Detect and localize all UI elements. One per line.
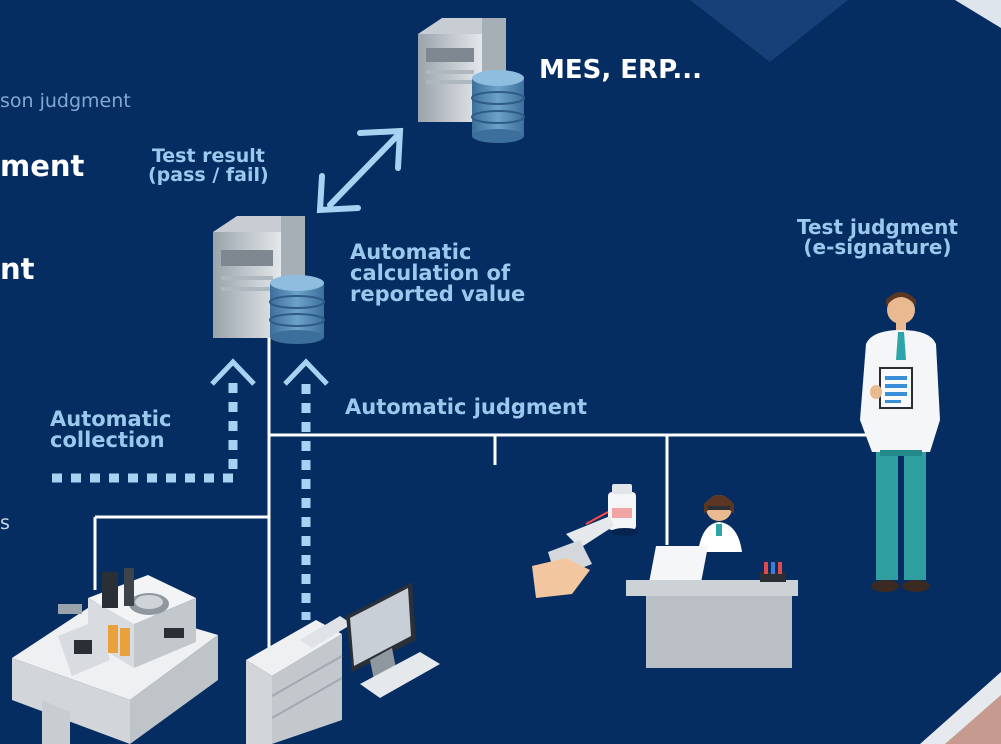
double-arrow-icon <box>316 127 404 214</box>
mes-server-icon <box>418 18 506 122</box>
mes-database-icon <box>471 70 525 143</box>
auto-judgment-label: Automatic judgment <box>345 395 588 419</box>
partial-heading-text: s <box>0 512 10 534</box>
test-judgment-label: Test judgment (e-signature) <box>797 215 958 259</box>
lab-database-icon <box>269 275 325 344</box>
network-lines <box>93 338 882 648</box>
corner-decoration <box>945 695 1001 744</box>
technician-desk-icon <box>626 495 798 668</box>
auto-collection-label: Automatic collection <box>50 407 172 452</box>
barcode-scanner-icon <box>532 484 639 598</box>
auto-calculation-label: Automatic calculation of reported value <box>350 240 526 306</box>
corner-decoration <box>690 0 848 62</box>
dashed-line <box>52 380 238 483</box>
corner-decoration <box>955 0 1001 28</box>
scientist-icon <box>860 292 940 592</box>
autosampler-instrument-icon <box>12 568 218 744</box>
collection-arrows <box>52 358 329 620</box>
arrowhead-up-icon <box>283 358 329 386</box>
test-result-label: Test result (pass / fail) <box>148 145 269 186</box>
partial-heading-text: nt <box>0 252 35 286</box>
hplc-workstation-icon <box>246 582 440 744</box>
partial-heading-text: ment <box>0 149 85 183</box>
arrowhead-up-icon <box>210 358 256 386</box>
mes-erp-label: MES, ERP... <box>539 55 702 85</box>
partial-heading-text: son judgment <box>0 90 131 112</box>
